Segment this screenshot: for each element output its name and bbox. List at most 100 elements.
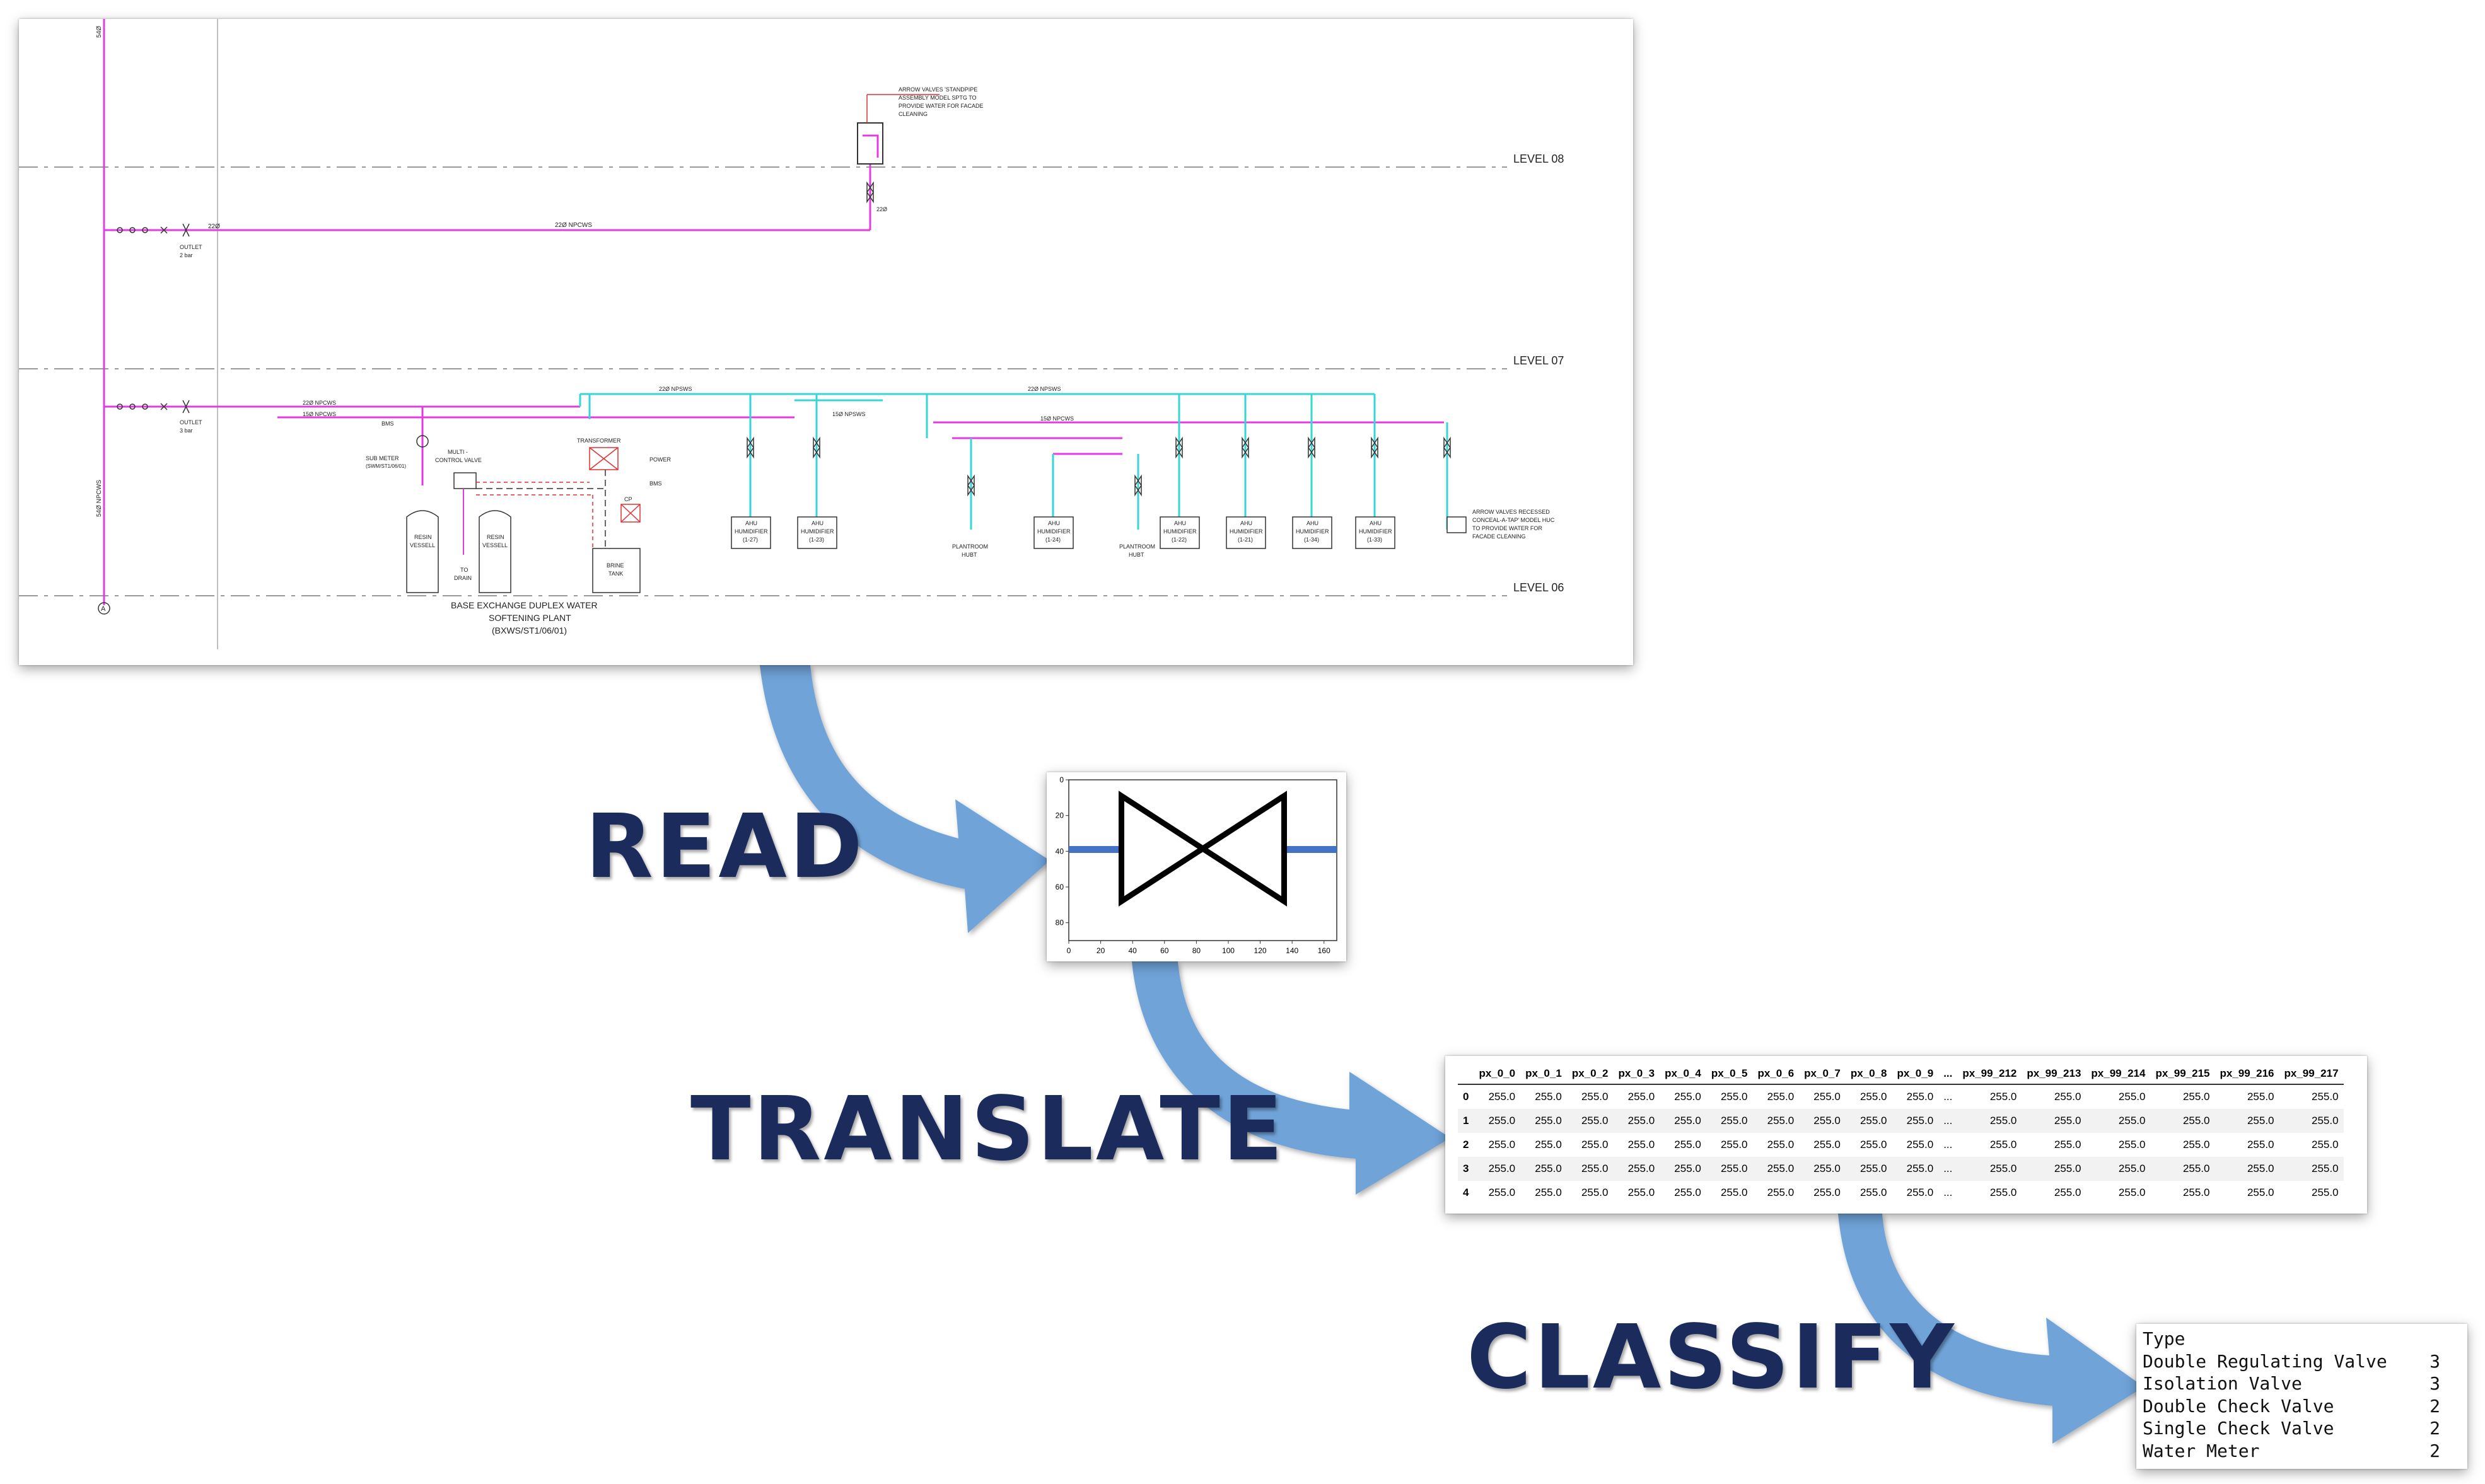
table-cell: 255.0 [2279,1109,2344,1133]
svg-text:AHU: AHU [1307,520,1318,526]
stage-read-label: READ [585,796,865,898]
table-cell: 255.0 [1535,1091,1562,1103]
svg-text:CLEANING: CLEANING [899,111,928,117]
x-tick-label: 120 [1254,946,1267,955]
table-cell: 255.0 [2118,1139,2146,1151]
table-cell: ... [1943,1186,1953,1198]
table-cell: 255.0 [1488,1139,1516,1151]
table-cell: 255.0 [1767,1091,1795,1103]
cp-box [620,504,641,523]
table-cell: ... [1938,1157,1958,1181]
table-cell: 255.0 [1581,1139,1609,1151]
column-header [1458,1064,1474,1085]
plant-title: BASE EXCHANGE DUPLEX WATER SOFTENING PLA… [451,600,598,635]
column-header: px_0_2 [1566,1064,1614,1085]
x-tick-label: 100 [1222,946,1235,955]
svg-text:HUMIDIFIER: HUMIDIFIER [1163,528,1197,535]
svg-text:BASE EXCHANGE DUPLEX WATER: BASE EXCHANGE DUPLEX WATER [451,600,598,610]
svg-text:ASSEMBLY MODEL SPTG TO: ASSEMBLY MODEL SPTG TO [899,95,977,101]
column-header: px_99_216 [2214,1064,2279,1085]
table-cell: 255.0 [2279,1157,2344,1181]
table-cell: 255.0 [1627,1091,1655,1103]
svg-text:(1-22): (1-22) [1172,536,1187,543]
pipe-22-npsws-b: 22Ø NPSWS [1028,386,1061,392]
svg-text:VESSELL: VESSELL [410,542,435,548]
table-cell: 255.0 [1767,1186,1795,1198]
column-header: px_0_5 [1706,1064,1753,1085]
table-cell: 255.0 [1957,1157,2022,1181]
note-top: ARROW VALVES 'STANDPIPE ASSEMBLY MODEL S… [899,86,984,117]
svg-text:HUMIDIFIER: HUMIDIFIER [1296,528,1329,535]
size-22-08: 22Ø [208,223,220,230]
svg-text:PROVIDE WATER FOR FACADE: PROVIDE WATER FOR FACADE [899,103,984,109]
pipework-schematic: LEVEL 08 LEVEL 07 LEVEL 06 54Ø 54Ø NPCWS… [19,19,1633,665]
column-header: px_0_3 [1613,1064,1660,1085]
svg-text:SOFTENING PLANT: SOFTENING PLANT [489,613,571,623]
table-cell: ... [1943,1139,1953,1151]
pipe-22-npcws-07: 22Ø NPCWS [303,400,336,406]
arrow-read-translate [760,665,1050,933]
brine-tank [592,548,641,593]
svg-text:HUMIDIFIER: HUMIDIFIER [1037,528,1071,535]
svg-text:CONCEAL-A-TAP' MODEL HUC: CONCEAL-A-TAP' MODEL HUC [1472,517,1555,523]
ahu-box-6 [1292,516,1332,549]
table-cell: 255.0 [1989,1139,2017,1151]
table-cell: 255.0 [2214,1157,2279,1181]
svg-text:FACADE CLEANING: FACADE CLEANING [1472,533,1526,540]
bms-label-2: BMS [649,480,662,487]
table-cell: 255.0 [1957,1109,2022,1133]
row-index: 0 [1463,1091,1469,1103]
level-07-label: LEVEL 07 [1513,354,1564,367]
svg-text:PLANTROOM: PLANTROOM [952,543,988,550]
table-cell: 255.0 [2086,1157,2151,1181]
ahu-box-4 [1160,516,1200,549]
table-cell: 255.0 [2312,1139,2339,1151]
table-cell: 255.0 [1535,1139,1562,1151]
table-cell: 255.0 [2086,1109,2151,1133]
y-tick-label: 60 [1056,883,1064,891]
table-cell: 255.0 [1813,1091,1841,1103]
column-header: px_99_217 [2279,1064,2344,1085]
table-cell: 255.0 [1660,1157,1706,1181]
plot-area [1068,779,1337,941]
svg-text:HUMIDIFIER: HUMIDIFIER [1359,528,1392,535]
riser-label-lower: 54Ø NPCWS [96,480,103,517]
note-right: ARROW VALVES RECESSED CONCEAL-A-TAP' MOD… [1472,509,1555,540]
table-cell: 255.0 [1706,1109,1753,1133]
valve-bowtie-symbol [1118,791,1288,907]
svg-text:AHU: AHU [1370,520,1382,526]
table-cell: 255.0 [1720,1186,1748,1198]
y-tick-label: 20 [1056,811,1064,820]
table-cell: 255.0 [1799,1109,1846,1133]
table-cell: 255.0 [1674,1139,1701,1151]
table-cell: ... [1943,1091,1953,1103]
svg-text:(1-24): (1-24) [1045,536,1061,543]
column-header: px_0_8 [1845,1064,1892,1085]
table-cell: 255.0 [2312,1186,2339,1198]
x-tick-label: 140 [1286,946,1298,955]
table-cell: 255.0 [1845,1109,1892,1133]
svg-text:AHU: AHU [812,520,823,526]
table-cell: 255.0 [1892,1109,1939,1133]
svg-text:TO: TO [460,567,468,573]
ahu-box-2 [797,516,837,549]
table-cell: 255.0 [2247,1139,2274,1151]
level-06-label: LEVEL 06 [1513,581,1564,594]
resin-vessel-1 [406,510,439,593]
outlet-pressure-07: 3 bar [180,427,193,434]
table-cell: 255.0 [2054,1186,2081,1198]
table-cell: 255.0 [1581,1186,1609,1198]
grid-marker-label: A [101,605,106,613]
svg-text:HUBT: HUBT [1129,552,1144,558]
table-cell: 255.0 [1989,1186,2017,1198]
svg-text:HUMIDIFIER: HUMIDIFIER [735,528,768,535]
table-cell: 255.0 [1535,1186,1562,1198]
table-cell: 255.0 [2312,1091,2339,1103]
bms-label: BMS [381,420,394,427]
